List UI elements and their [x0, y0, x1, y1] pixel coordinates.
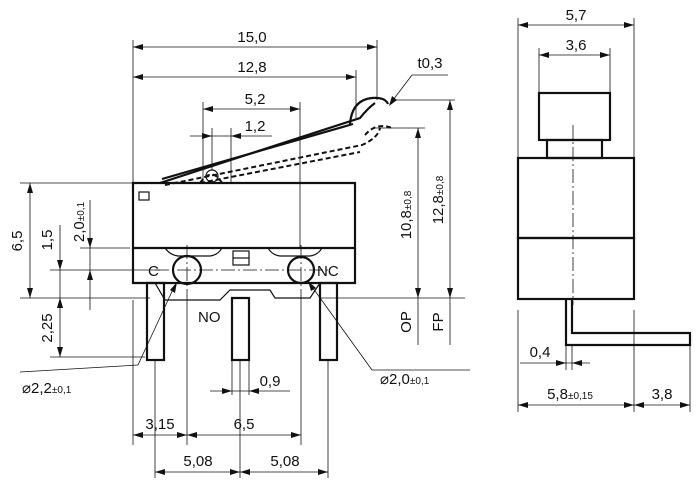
dim-0-9: 0,9	[260, 373, 281, 390]
dim-1-5: 1,5	[39, 230, 56, 251]
dim-2-0: 2,0±0,1	[71, 201, 88, 242]
dim-6-5-b: 6,5	[234, 416, 255, 433]
dim-side-5-7: 5,7	[566, 7, 587, 24]
dim-dia-2-2: ⌀2,2±0,1	[22, 380, 72, 397]
label-op: OP	[398, 311, 415, 333]
dim-5-08-a: 5,08	[183, 453, 212, 470]
terminal-no	[230, 296, 251, 362]
front-dimensions: 15,0 12,8 5,2 1,2 t0,3 6,5 1,5	[9, 29, 470, 478]
dim-side-5-8: 5,8±0,15	[547, 386, 593, 403]
dim-t0-3: t0,3	[417, 55, 442, 72]
lever-actuated	[164, 127, 381, 186]
side-terminal	[564, 299, 692, 347]
actuator-dashed	[199, 173, 223, 184]
dim-6-5: 6,5	[9, 231, 26, 252]
switch-body-upper	[131, 181, 357, 250]
dim-3-15: 3,15	[145, 416, 174, 433]
terminal-label-nc: NC	[317, 263, 339, 280]
lever-actuated-inner	[199, 151, 361, 184]
dim-5-08-b: 5,08	[270, 453, 299, 470]
side-body-lower	[516, 236, 636, 301]
body-parting-line	[133, 247, 355, 257]
lever-arm-inner	[161, 122, 354, 181]
side-view	[516, 91, 692, 347]
dim-side-3-8: 3,8	[652, 386, 673, 403]
dim-15: 15,0	[237, 29, 266, 46]
dim-10-8: 10,8±0,8	[398, 190, 415, 239]
front-view	[131, 96, 393, 362]
dim-1-2: 1,2	[245, 118, 266, 135]
side-actuator-base	[545, 138, 604, 160]
dim-2-25: 2,25	[39, 313, 56, 342]
lever-actuated-hook	[364, 125, 393, 136]
dim-dia-2-0: ⌀2,0±0,1	[380, 371, 430, 388]
terminal-nc	[318, 281, 339, 362]
side-dimensions: 5,7 3,6 0,4 5,8±0,15 3,8	[517, 7, 691, 412]
label-fp: FP	[430, 312, 447, 331]
dim-side-0-4: 0,4	[530, 344, 551, 361]
terminal-c	[145, 281, 166, 362]
body-marker	[138, 191, 150, 201]
dim-5-2: 5,2	[245, 91, 266, 108]
center-lines	[155, 125, 574, 305]
side-body-upper	[516, 156, 636, 240]
lever-arm	[159, 102, 376, 185]
dim-side-3-6: 3,6	[566, 37, 587, 54]
dim-12-8: 12,8	[237, 59, 266, 76]
switch-body-lower	[131, 248, 357, 285]
terminal-label-c: C	[148, 263, 159, 280]
lever-hook	[348, 96, 390, 125]
body-base	[133, 282, 321, 301]
terminal-label-no: NO	[198, 309, 221, 326]
side-actuator	[537, 91, 612, 142]
dim-12-8-v: 12,8±0,8	[430, 175, 447, 224]
